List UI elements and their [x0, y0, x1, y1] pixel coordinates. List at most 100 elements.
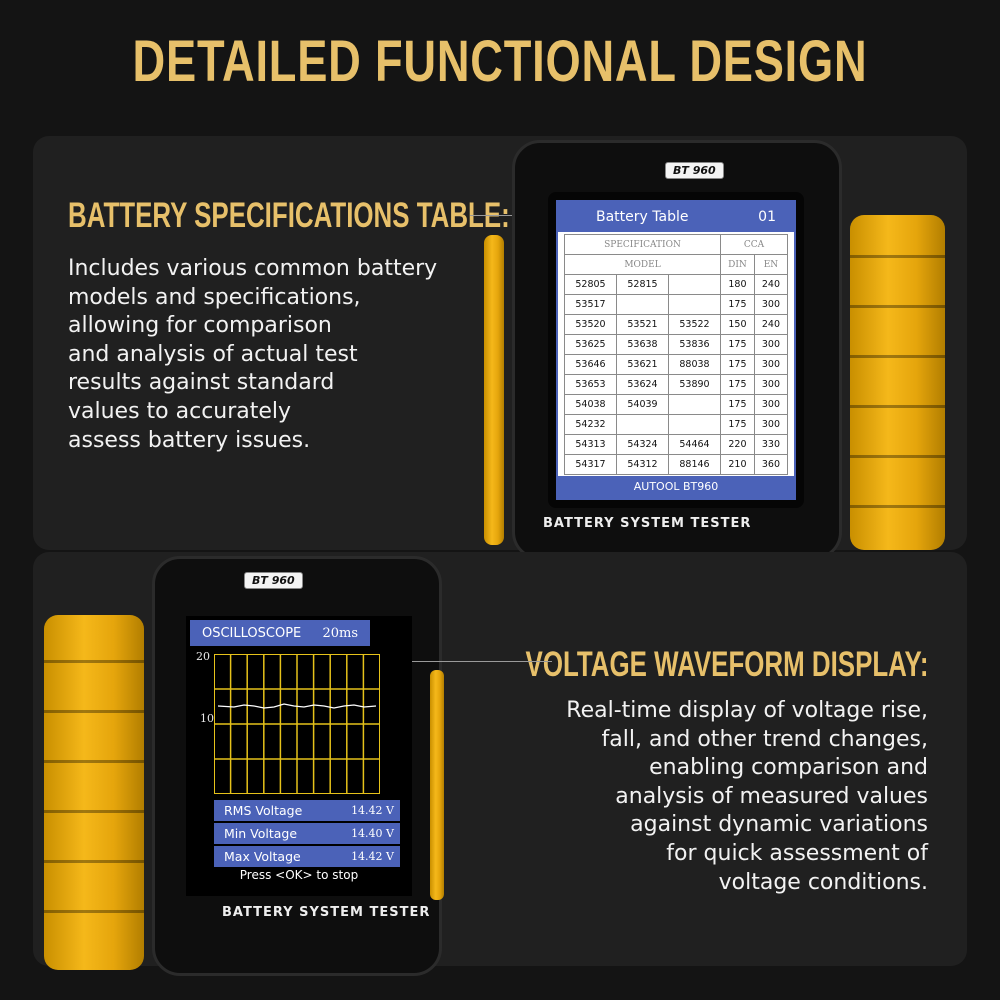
device-side-strip-bottom — [430, 670, 444, 900]
model-badge: BT 960 — [665, 162, 724, 179]
cca-header: CCA — [720, 234, 788, 255]
voltage-waveform-connector — [412, 661, 552, 662]
table-cell: 330 — [753, 434, 789, 455]
table-cell — [616, 414, 669, 435]
battery-table-header: Battery Table 01 — [558, 202, 794, 232]
table-cell: 53520 — [564, 314, 617, 335]
table-cell: 300 — [753, 394, 789, 415]
table-cell: 54232 — [564, 414, 617, 435]
table-cell: 53653 — [564, 374, 617, 395]
y-axis-label-20: 20 — [196, 650, 210, 663]
battery-table-title: Battery Table — [596, 209, 689, 225]
table-cell: 52815 — [616, 274, 669, 295]
table-cell: 54317 — [564, 454, 617, 475]
table-cell: 53646 — [564, 354, 617, 375]
table-cell: 54038 — [564, 394, 617, 415]
rms-voltage-row: RMS Voltage 14.42 V — [214, 800, 400, 821]
battery-table-page: 01 — [758, 209, 776, 225]
table-cell: 88038 — [668, 354, 721, 375]
table-cell: 360 — [753, 454, 789, 475]
max-voltage-value: 14.42 V — [351, 850, 394, 863]
table-cell: 175 — [720, 414, 755, 435]
device-grip-left — [44, 615, 144, 970]
table-cell: 53522 — [668, 314, 721, 335]
device-side-button-strip — [484, 235, 504, 545]
table-cell: 175 — [720, 374, 755, 395]
battery-table-screen: Battery Table 01 SPECIFICATION CCA MODEL… — [556, 200, 796, 500]
table-cell: 300 — [753, 354, 789, 375]
max-voltage-row: Max Voltage 14.42 V — [214, 846, 400, 867]
table-cell: 240 — [753, 274, 789, 295]
model-badge-bottom: BT 960 — [244, 572, 303, 589]
table-cell: 54313 — [564, 434, 617, 455]
table-cell: 53517 — [564, 294, 617, 315]
min-voltage-value: 14.40 V — [351, 827, 394, 840]
table-cell: 54324 — [616, 434, 669, 455]
table-cell: 300 — [753, 414, 789, 435]
table-cell: 88146 — [668, 454, 721, 475]
din-header: DIN — [720, 254, 755, 275]
table-cell: 52805 — [564, 274, 617, 295]
device-label-bottom: BATTERY SYSTEM TESTER — [222, 905, 431, 920]
table-cell: 175 — [720, 394, 755, 415]
oscilloscope-timebase: 20ms — [322, 625, 358, 641]
table-cell: 180 — [720, 274, 755, 295]
table-cell — [616, 294, 669, 315]
en-header: EN — [753, 254, 789, 275]
device-label-top: BATTERY SYSTEM TESTER — [543, 516, 752, 531]
stop-hint: Press <OK> to stop — [239, 868, 359, 882]
table-cell — [668, 294, 721, 315]
table-cell — [668, 274, 721, 295]
device-grip-right — [850, 215, 945, 550]
min-voltage-label: Min Voltage — [224, 826, 298, 841]
rms-voltage-label: RMS Voltage — [224, 803, 303, 818]
model-header: MODEL — [564, 254, 721, 275]
table-cell: 53836 — [668, 334, 721, 355]
table-cell — [668, 414, 721, 435]
table-cell: 210 — [720, 454, 755, 475]
oscilloscope-title: OSCILLOSCOPE — [202, 625, 302, 641]
table-cell: 220 — [720, 434, 755, 455]
max-voltage-label: Max Voltage — [224, 849, 301, 864]
table-cell: 300 — [753, 334, 789, 355]
battery-table-footer: AUTOOL BT960 — [558, 476, 794, 498]
table-cell: 175 — [720, 294, 755, 315]
battery-table-description: Includes various common battery models a… — [68, 256, 438, 453]
table-cell: 53521 — [616, 314, 669, 335]
table-cell: 54312 — [616, 454, 669, 475]
table-cell: 54464 — [668, 434, 721, 455]
table-cell: 53638 — [616, 334, 669, 355]
table-cell: 300 — [753, 374, 789, 395]
battery-table-heading: BATTERY SPECIFICATIONS TABLE: — [68, 196, 510, 235]
min-voltage-row: Min Voltage 14.40 V — [214, 823, 400, 844]
waveform-graph — [214, 654, 380, 794]
table-cell — [668, 394, 721, 415]
table-cell: 150 — [720, 314, 755, 335]
table-cell: 53890 — [668, 374, 721, 395]
voltage-waveform-trace — [217, 703, 377, 709]
table-cell: 53625 — [564, 334, 617, 355]
table-cell: 53621 — [616, 354, 669, 375]
table-cell: 175 — [720, 334, 755, 355]
voltage-waveform-heading: VOLTAGE WAVEFORM DISPLAY: — [525, 645, 928, 684]
oscilloscope-title-bar: OSCILLOSCOPE 20ms — [190, 620, 370, 646]
table-cell: 175 — [720, 354, 755, 375]
rms-voltage-value: 14.42 V — [351, 804, 394, 817]
voltage-waveform-description: Real-time display of voltage rise, fall,… — [566, 698, 928, 895]
page-title: DETAILED FUNCTIONAL DESIGN — [132, 29, 868, 94]
table-cell: 300 — [753, 294, 789, 315]
table-cell: 240 — [753, 314, 789, 335]
table-cell: 53624 — [616, 374, 669, 395]
y-axis-label-10: 10 — [200, 712, 214, 725]
